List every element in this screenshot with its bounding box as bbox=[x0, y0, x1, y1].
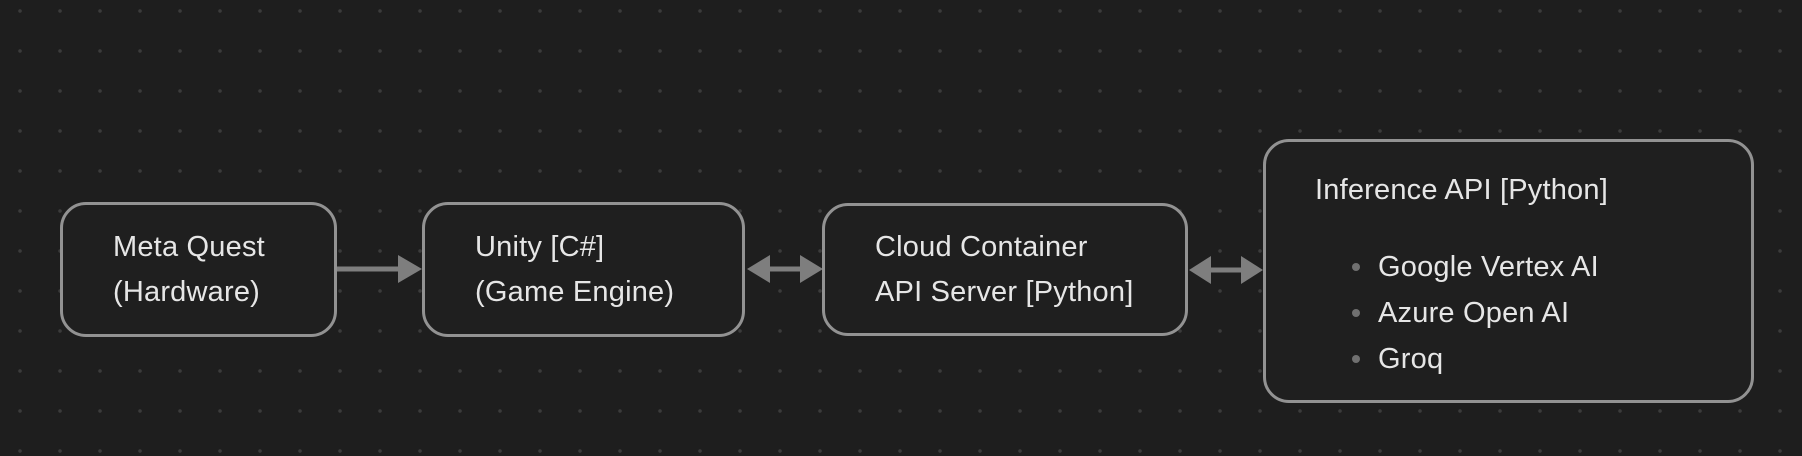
list-item: Groq bbox=[1315, 336, 1751, 382]
node-meta-quest-line2: (Hardware) bbox=[113, 275, 261, 308]
bullet-icon bbox=[1352, 263, 1360, 271]
bullet-icon bbox=[1352, 309, 1360, 317]
arrow-cloud-inference-bidirectional[interactable] bbox=[1188, 254, 1264, 286]
node-unity-line1: Unity [C#] bbox=[475, 230, 605, 263]
arrowhead-left-icon bbox=[1189, 256, 1211, 284]
node-cloud-api-server[interactable]: Cloud Container API Server [Python] bbox=[822, 203, 1188, 336]
arrow-unity-cloud-bidirectional[interactable] bbox=[746, 253, 824, 285]
list-item: Azure Open AI bbox=[1315, 290, 1751, 336]
list-item-label: Azure Open AI bbox=[1378, 297, 1570, 329]
node-unity-line2: (Game Engine) bbox=[475, 275, 675, 308]
node-inference-title: Inference API [Python] bbox=[1315, 174, 1608, 206]
arrow-meta-quest-to-unity[interactable] bbox=[336, 253, 424, 285]
list-item-label: Groq bbox=[1378, 343, 1444, 375]
list-item: Google Vertex AI bbox=[1315, 244, 1751, 290]
arrowhead-left-icon bbox=[747, 255, 770, 283]
node-inference-api[interactable]: Inference API [Python] Google Vertex AI … bbox=[1263, 139, 1754, 403]
arrowhead-right-icon bbox=[800, 255, 823, 283]
bullet-icon bbox=[1352, 355, 1360, 363]
arrowhead-right-icon bbox=[1241, 256, 1263, 284]
list-item-label: Google Vertex AI bbox=[1378, 251, 1599, 283]
node-meta-quest-line1: Meta Quest bbox=[113, 230, 265, 263]
inference-provider-list: Google Vertex AI Azure Open AI Groq bbox=[1315, 244, 1751, 382]
node-meta-quest[interactable]: Meta Quest (Hardware) bbox=[60, 202, 337, 337]
arrowhead-right-icon bbox=[398, 255, 422, 283]
node-cloud-line1: Cloud Container bbox=[875, 230, 1088, 263]
node-unity[interactable]: Unity [C#] (Game Engine) bbox=[422, 202, 745, 337]
node-cloud-line2: API Server [Python] bbox=[875, 275, 1134, 308]
